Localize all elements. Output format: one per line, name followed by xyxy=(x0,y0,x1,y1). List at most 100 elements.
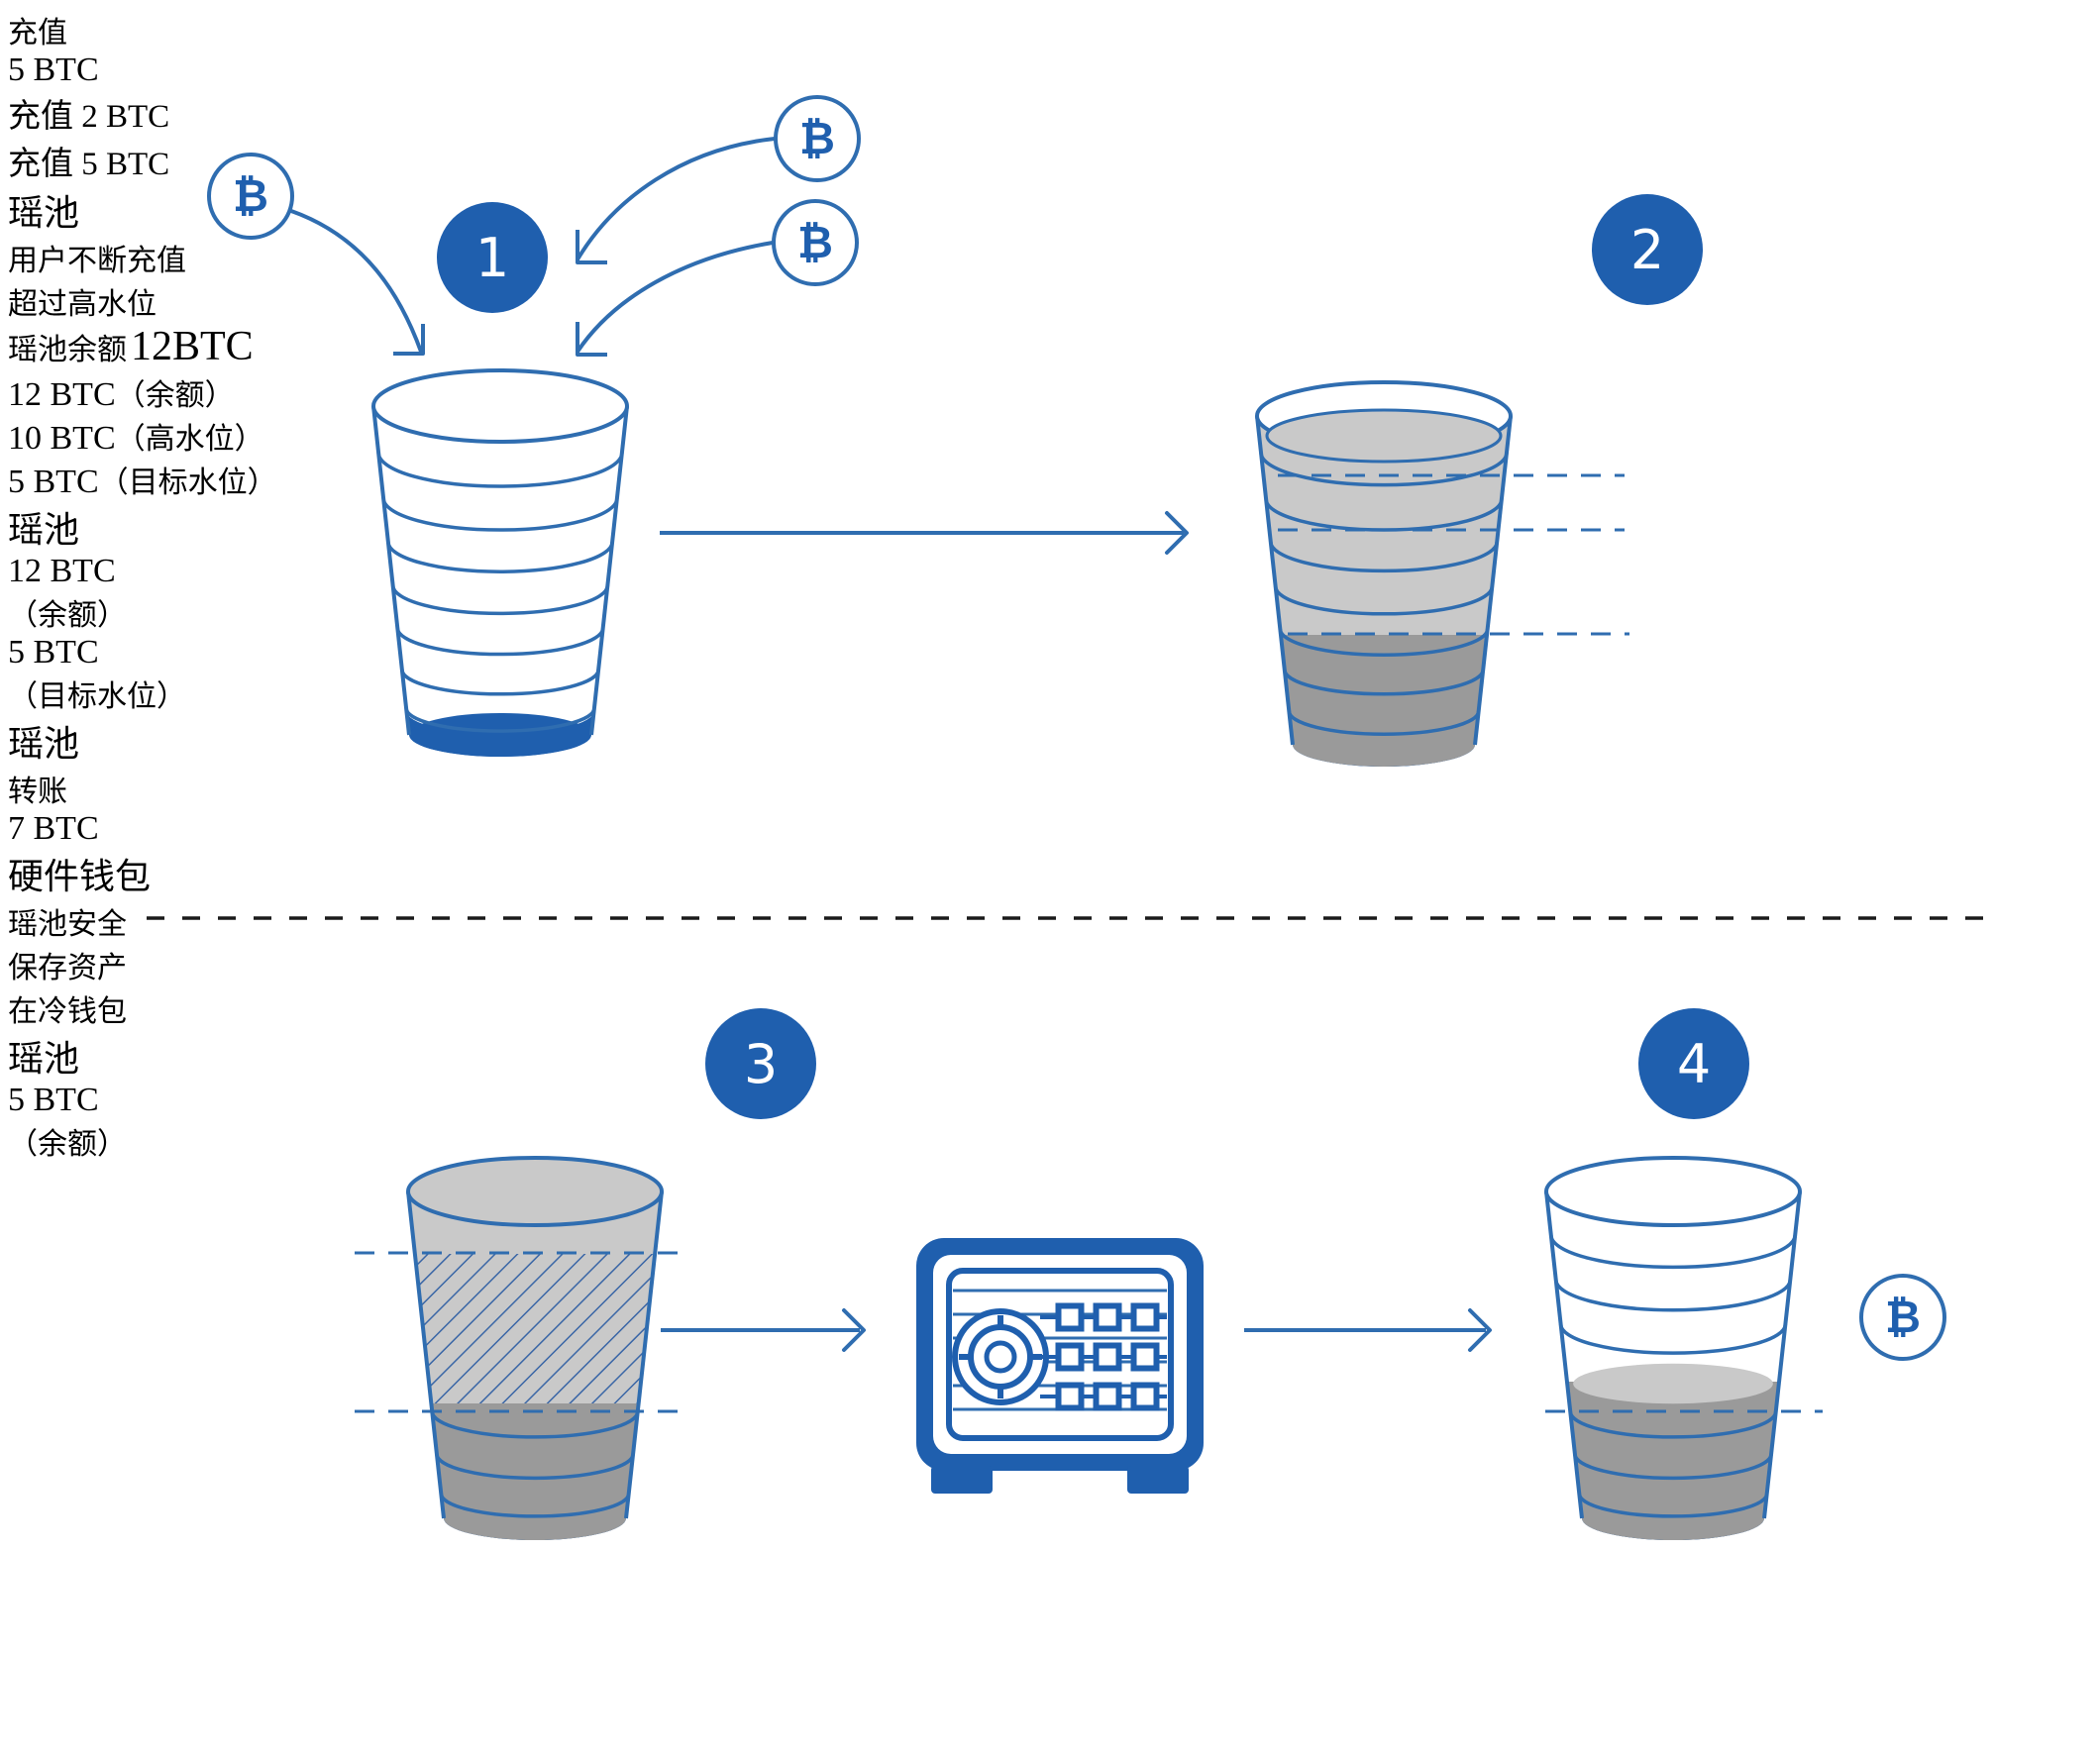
safe-key-top-2-1 xyxy=(1094,1383,1121,1410)
arrow-1-2-bottom-prefix: 瑶池余额 xyxy=(8,334,127,366)
arrow-1-2-top-label: 用户不断充值 xyxy=(8,245,186,277)
left-deposit-label: 充值 xyxy=(8,17,67,50)
cup-1-side-right xyxy=(589,405,629,736)
panel-4-step-circle xyxy=(1638,1008,1749,1119)
panel-2-step-number: 2 xyxy=(1630,219,1664,281)
p3-balance-note: （余额） xyxy=(8,599,127,632)
cup-1-ring-1 xyxy=(381,497,619,532)
p3-balance-amount: 12 BTC xyxy=(8,553,116,589)
safe-foot-right xyxy=(1127,1466,1189,1494)
deposit-a-label: 充值 xyxy=(8,99,73,135)
safe-key-top-1-1 xyxy=(1094,1343,1121,1371)
arrow-1-2-bottom-value: 12BTC xyxy=(131,324,254,369)
transfer-label: 转账 xyxy=(8,776,67,808)
cup-4-cup-icon xyxy=(1544,1156,1802,1540)
deposit-b-coin-symbol: ₿ xyxy=(797,218,833,268)
cup-3-side-right xyxy=(624,1190,664,1519)
cup-2-side-left xyxy=(1255,415,1295,746)
cup-1-ring-6 xyxy=(404,707,596,733)
deposit-b-bitcoin-icon: ₿ xyxy=(772,199,859,286)
cup-4-side-right xyxy=(1762,1190,1802,1519)
cup-4-ring-5 xyxy=(1577,1493,1769,1518)
deposit-a-bitcoin-icon: ₿ xyxy=(774,95,861,182)
deposit-b-arrow-head xyxy=(576,322,607,357)
cup-1-base xyxy=(409,713,591,757)
p3-target-note: （目标水位） xyxy=(8,680,186,713)
deposit-b-text: 充值 5 BTC xyxy=(8,137,2092,184)
cup-2-ring-4 xyxy=(1278,628,1490,657)
panel-1-step-circle xyxy=(437,202,548,313)
cup-1-ring-3 xyxy=(390,584,610,616)
cup-3-side-left xyxy=(406,1190,446,1519)
deposit-b-label: 充值 xyxy=(8,147,73,182)
level-target-amount: 5 BTC xyxy=(8,464,99,500)
panel-3-step-circle xyxy=(705,1008,816,1119)
cup-4-ring-4 xyxy=(1573,1453,1773,1481)
deposit-a-coin-symbol: ₿ xyxy=(799,114,835,164)
deposit-a-arrow-head xyxy=(576,230,607,264)
cup-2-ring-6 xyxy=(1287,710,1481,736)
cup-2-ring-2 xyxy=(1269,541,1499,573)
left-deposit-coin-ring xyxy=(207,153,294,240)
cup-1-ring-2 xyxy=(386,541,614,573)
left-deposit-amount: 5 BTC xyxy=(8,52,99,88)
cup-4-liquid-surface xyxy=(1573,1363,1773,1404)
safe-line-2: 在冷钱包 xyxy=(8,995,127,1028)
cup-1-ring-4 xyxy=(395,627,605,657)
safe-dial-inner xyxy=(984,1340,1017,1374)
deposit-a-arrow xyxy=(576,137,776,261)
safe-key-top-1-0 xyxy=(1056,1343,1084,1371)
cup-3-ring-2 xyxy=(439,1493,631,1518)
cup-3-rim xyxy=(406,1156,664,1227)
p4-balance-note: （余额） xyxy=(8,1128,127,1161)
cup-1-cup-icon xyxy=(371,368,629,757)
cup-1-side-left xyxy=(371,405,411,736)
cup-2-ring-0 xyxy=(1259,452,1509,487)
level-target-text: 5 BTC（目标水位） xyxy=(8,458,2092,501)
cup-4-ring-2 xyxy=(1558,1323,1788,1355)
p4-balance-amount: 5 BTC xyxy=(8,1082,99,1118)
left-deposit-arrow xyxy=(290,209,423,353)
level-target-note: （目标水位） xyxy=(98,466,277,499)
left-deposit-bitcoin-icon: ₿ xyxy=(207,153,294,240)
left-deposit-coin-symbol: ₿ xyxy=(233,171,268,222)
cup-3-cup-icon xyxy=(406,1156,664,1540)
cup-3-fill-1 xyxy=(408,1253,662,1403)
cup-2-liquid-top xyxy=(1265,408,1503,464)
level-high-text: 10 BTC（高水位） xyxy=(8,414,2092,458)
level-high-amount: 10 BTC xyxy=(8,420,116,457)
transfer-amount: 7 BTC xyxy=(8,810,99,847)
level-balance-amount: 12 BTC xyxy=(8,376,116,413)
cup-4-rim xyxy=(1544,1156,1802,1227)
safe-key-top-1-2 xyxy=(1131,1343,1159,1371)
cup-1-ring-0 xyxy=(376,452,624,488)
p4-balance-bitcoin-icon: ₿ xyxy=(1859,1274,1946,1361)
cup-4-side-left xyxy=(1544,1190,1584,1519)
panel-1-step-number: 1 xyxy=(475,227,509,289)
safe-arrow-head xyxy=(1468,1308,1492,1352)
safe-door xyxy=(946,1268,1174,1441)
deposit-a-text: 充值 2 BTC xyxy=(8,89,2092,137)
p4-balance-coin-symbol: ₿ xyxy=(1885,1293,1921,1343)
cup-2-ring-3 xyxy=(1273,585,1495,616)
safe-key-top-0-0 xyxy=(1056,1303,1084,1331)
arrow-1-2-bottom-label: 瑶池余额 12BTC xyxy=(8,323,2092,370)
cup-4-fill-0 xyxy=(1546,1382,1800,1540)
pool-3-label: 瑶池 xyxy=(8,724,80,764)
pool-4-label: 瑶池 xyxy=(8,1039,80,1079)
pool-1-label: 瑶池 xyxy=(8,193,80,233)
level-balance-note: （余额） xyxy=(115,379,235,412)
cup-2-side-right xyxy=(1473,415,1513,746)
panel-3-step-number: 3 xyxy=(744,1033,778,1095)
deposit-b-amount: 5 BTC xyxy=(81,147,170,182)
cup-3-ring-1 xyxy=(435,1453,635,1481)
safe-foot-left xyxy=(931,1466,993,1494)
arrow-1-2-head xyxy=(1165,511,1189,555)
deposit-a-amount: 2 BTC xyxy=(81,99,170,135)
deposit-b-coin-ring xyxy=(772,199,859,286)
left-deposit-arrow-head xyxy=(393,324,425,356)
level-high-note: （高水位） xyxy=(115,423,264,456)
p3-target-amount: 5 BTC xyxy=(8,634,99,671)
